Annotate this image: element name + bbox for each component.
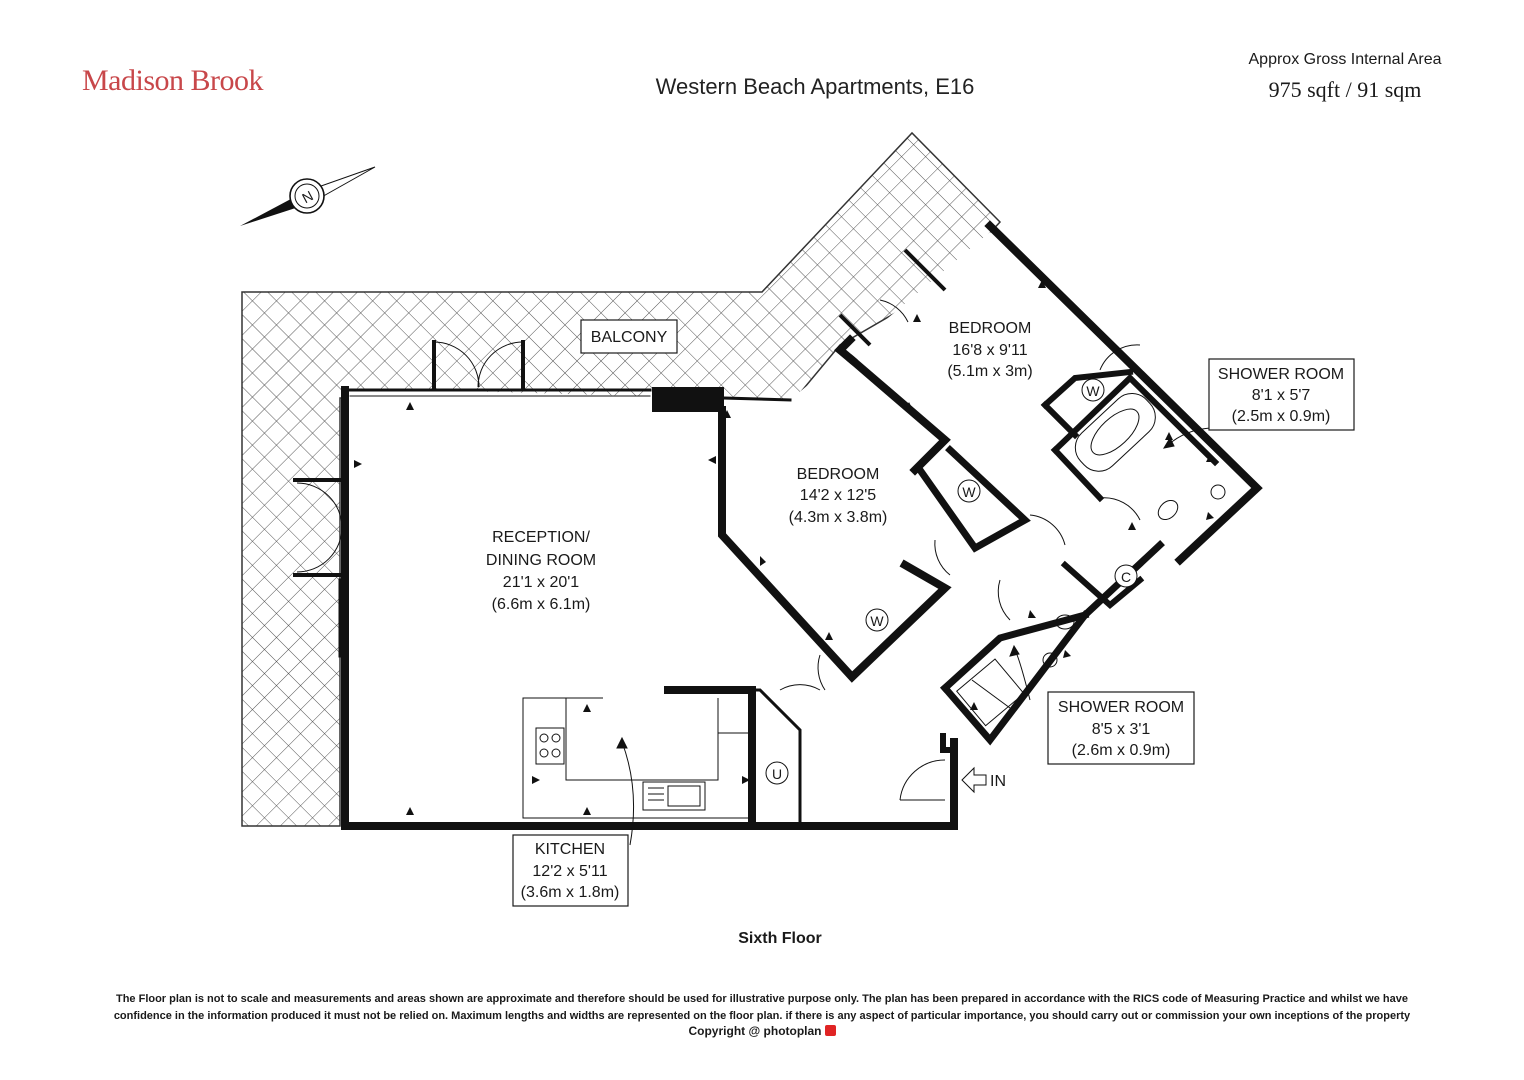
reception-label: RECEPTION/ DINING ROOM 21'1 x 20'1 (6.6m… — [486, 529, 596, 613]
svg-text:KITCHEN: KITCHEN — [535, 841, 605, 858]
bedroom-1-label: BEDROOM 16'8 x 9'11 (5.1m x 3m) — [947, 320, 1032, 380]
entrance-marker: IN — [961, 766, 1006, 794]
entrance-label: IN — [990, 773, 1006, 790]
svg-text:W: W — [962, 484, 976, 500]
area-label: Approx Gross Internal Area — [1248, 51, 1442, 68]
svg-text:W: W — [1086, 383, 1100, 399]
cupboard-icon: C — [1114, 564, 1138, 588]
wardrobe-icon-2: W — [957, 479, 981, 503]
svg-text:BALCONY: BALCONY — [591, 329, 668, 346]
svg-text:SHOWER ROOM: SHOWER ROOM — [1218, 366, 1344, 383]
interior-doors — [779, 344, 1141, 801]
svg-text:8'5 x 3'1: 8'5 x 3'1 — [1092, 721, 1151, 738]
shower-room-1-label: SHOWER ROOM 8'1 x 5'7 (2.5m x 0.9m) — [1208, 358, 1355, 431]
svg-text:SHOWER ROOM: SHOWER ROOM — [1058, 699, 1184, 716]
copyright-text: Copyright @ — [688, 1024, 761, 1038]
balcony-label: BALCONY — [580, 319, 678, 354]
svg-text:(2.6m x 0.9m): (2.6m x 0.9m) — [1072, 742, 1171, 759]
brand-logo: Madison Brook — [82, 64, 264, 97]
photoplan-icon — [824, 1025, 836, 1036]
svg-text:(4.3m x 3.8m): (4.3m x 3.8m) — [789, 509, 888, 526]
property-address: Western Beach Apartments, E16 — [655, 74, 975, 99]
wardrobe-icon-1: W — [1081, 378, 1105, 402]
photoplan-logo: photoplan — [763, 1024, 822, 1038]
compass-icon: N — [240, 166, 376, 226]
balcony-doors — [296, 248, 947, 573]
svg-text:RECEPTION/: RECEPTION/ — [492, 529, 590, 546]
svg-text:(6.6m x 6.1m): (6.6m x 6.1m) — [492, 596, 591, 613]
apartment-interior — [345, 232, 1257, 828]
svg-text:W: W — [870, 613, 884, 629]
svg-text:12'2 x 5'11: 12'2 x 5'11 — [532, 863, 607, 880]
svg-text:(5.1m x 3m): (5.1m x 3m) — [947, 363, 1032, 380]
svg-text:(2.5m x 0.9m): (2.5m x 0.9m) — [1232, 408, 1331, 425]
ceiling-markers — [354, 280, 1214, 815]
floor-label: Sixth Floor — [738, 930, 822, 947]
utility-icon: U — [765, 761, 789, 785]
wardrobe-icon-3: W — [865, 608, 889, 632]
kitchen-label: KITCHEN 12'2 x 5'11 (3.6m x 1.8m) — [512, 834, 629, 907]
disclaimer-line-1: The Floor plan is not to scale and measu… — [115, 993, 1408, 1005]
svg-text:8'1 x 5'7: 8'1 x 5'7 — [1252, 387, 1311, 404]
svg-text:14'2 x 12'5: 14'2 x 12'5 — [800, 487, 876, 504]
svg-text:(3.6m x 1.8m): (3.6m x 1.8m) — [521, 884, 620, 901]
svg-text:C: C — [1121, 569, 1131, 585]
svg-text:21'1 x 20'1: 21'1 x 20'1 — [503, 574, 579, 591]
svg-text:BEDROOM: BEDROOM — [797, 466, 880, 483]
disclaimer-line-2: confidence in the information produced i… — [113, 1010, 1411, 1022]
svg-text:DINING ROOM: DINING ROOM — [486, 552, 596, 569]
disclaimer: The Floor plan is not to scale and measu… — [60, 991, 1464, 1025]
walls — [293, 220, 1263, 830]
copyright: Copyright @ photoplan — [560, 1024, 964, 1038]
svg-text:BEDROOM: BEDROOM — [949, 320, 1032, 337]
label-pointers — [616, 427, 1211, 846]
area-value: 975 sqft / 91 sqm — [1268, 77, 1422, 102]
svg-text:U: U — [772, 766, 782, 782]
svg-text:16'8 x 9'11: 16'8 x 9'11 — [952, 342, 1027, 359]
shower-room-2-label: SHOWER ROOM 8'5 x 3'1 (2.6m x 0.9m) — [1047, 691, 1195, 765]
bedroom-2-label: BEDROOM 14'2 x 12'5 (4.3m x 3.8m) — [789, 466, 888, 526]
